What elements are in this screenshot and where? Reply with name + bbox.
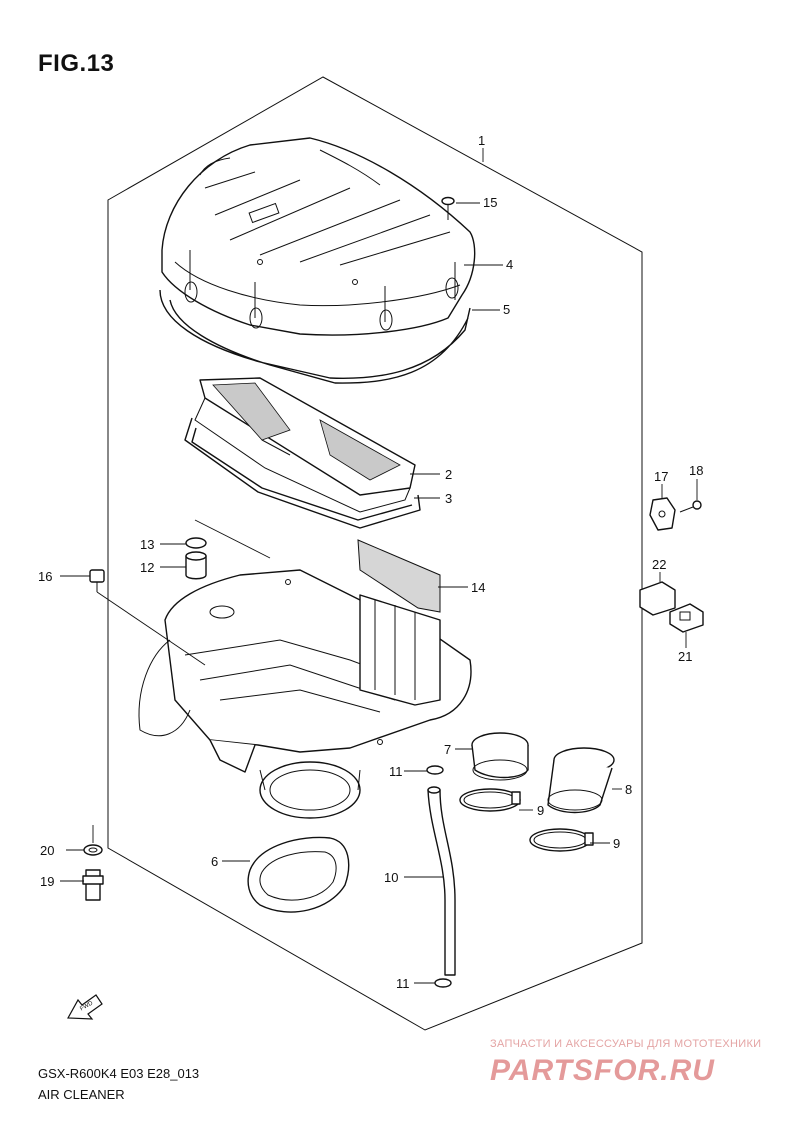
section-name: AIR CLEANER	[38, 1087, 125, 1102]
callout-20: 20	[40, 843, 54, 858]
bolt-16	[89, 569, 105, 592]
callout-4: 4	[506, 257, 513, 272]
assembly-boundary	[107, 76, 643, 1031]
callout-19: 19	[40, 874, 54, 889]
callout-11-bottom: 11	[396, 976, 410, 991]
drain-hose-10	[427, 789, 456, 976]
callout-7: 7	[444, 742, 451, 757]
callout-12: 12	[140, 560, 154, 575]
callout-8: 8	[625, 782, 632, 797]
watermark-logo: PARTSFOR.RU	[490, 1054, 715, 1087]
sensor-17	[649, 497, 676, 531]
callout-17: 17	[654, 469, 668, 484]
hose-clamp-9a	[459, 788, 521, 812]
callout-15: 15	[483, 195, 497, 210]
callout-18: 18	[689, 463, 703, 478]
clip-13	[185, 537, 207, 549]
callouts: 1 15 4 5 2 3 17 18 13 12 16 14 22 21 7 8…	[38, 133, 703, 991]
callout-21: 21	[678, 649, 692, 664]
intake-duct-7	[471, 732, 529, 781]
connector-22	[639, 581, 676, 616]
clip-11-top	[426, 765, 444, 775]
callout-22: 22	[652, 557, 666, 572]
filter-element	[194, 377, 416, 513]
air-cleaner-cover	[161, 137, 476, 336]
leader-lines	[60, 148, 698, 984]
screw-15	[441, 196, 455, 220]
callout-5: 5	[503, 302, 510, 317]
callout-13: 13	[140, 537, 154, 552]
intake-gasket-6	[247, 836, 350, 913]
resonator-mesh	[357, 539, 441, 613]
cap-12	[185, 551, 207, 580]
watermark-logo-text: PARTSFOR.RU	[490, 1054, 715, 1087]
connector-21	[669, 603, 704, 633]
callout-11-top: 11	[389, 764, 403, 779]
filter-seal	[184, 417, 421, 529]
screw-18	[679, 500, 702, 513]
model-code: GSX-R600K4 E03 E28_013	[38, 1066, 200, 1081]
watermark-caption: ЗАПЧАСТИ И АКСЕССУАРЫ ДЛЯ МОТОТЕХНИКИ	[490, 1038, 762, 1050]
callout-1: 1	[478, 133, 485, 148]
clip-11-bottom	[434, 978, 452, 988]
drain-plug-19	[82, 869, 104, 901]
forward-direction-arrow: FWD	[67, 994, 103, 1020]
intake-duct-8	[547, 747, 615, 814]
callout-16: 16	[38, 569, 52, 584]
air-cleaner-case	[138, 569, 472, 819]
washer-20	[83, 844, 103, 856]
callout-10: 10	[384, 870, 398, 885]
callout-2: 2	[445, 467, 452, 482]
hose-clamp-9b	[529, 828, 594, 852]
callout-6: 6	[211, 854, 218, 869]
figure-title: FIG.13	[38, 50, 115, 77]
callout-14: 14	[471, 580, 485, 595]
callout-3: 3	[445, 491, 452, 506]
cover-seal	[159, 289, 471, 384]
callout-9-lower: 9	[613, 836, 620, 851]
callout-9-upper: 9	[537, 803, 544, 818]
